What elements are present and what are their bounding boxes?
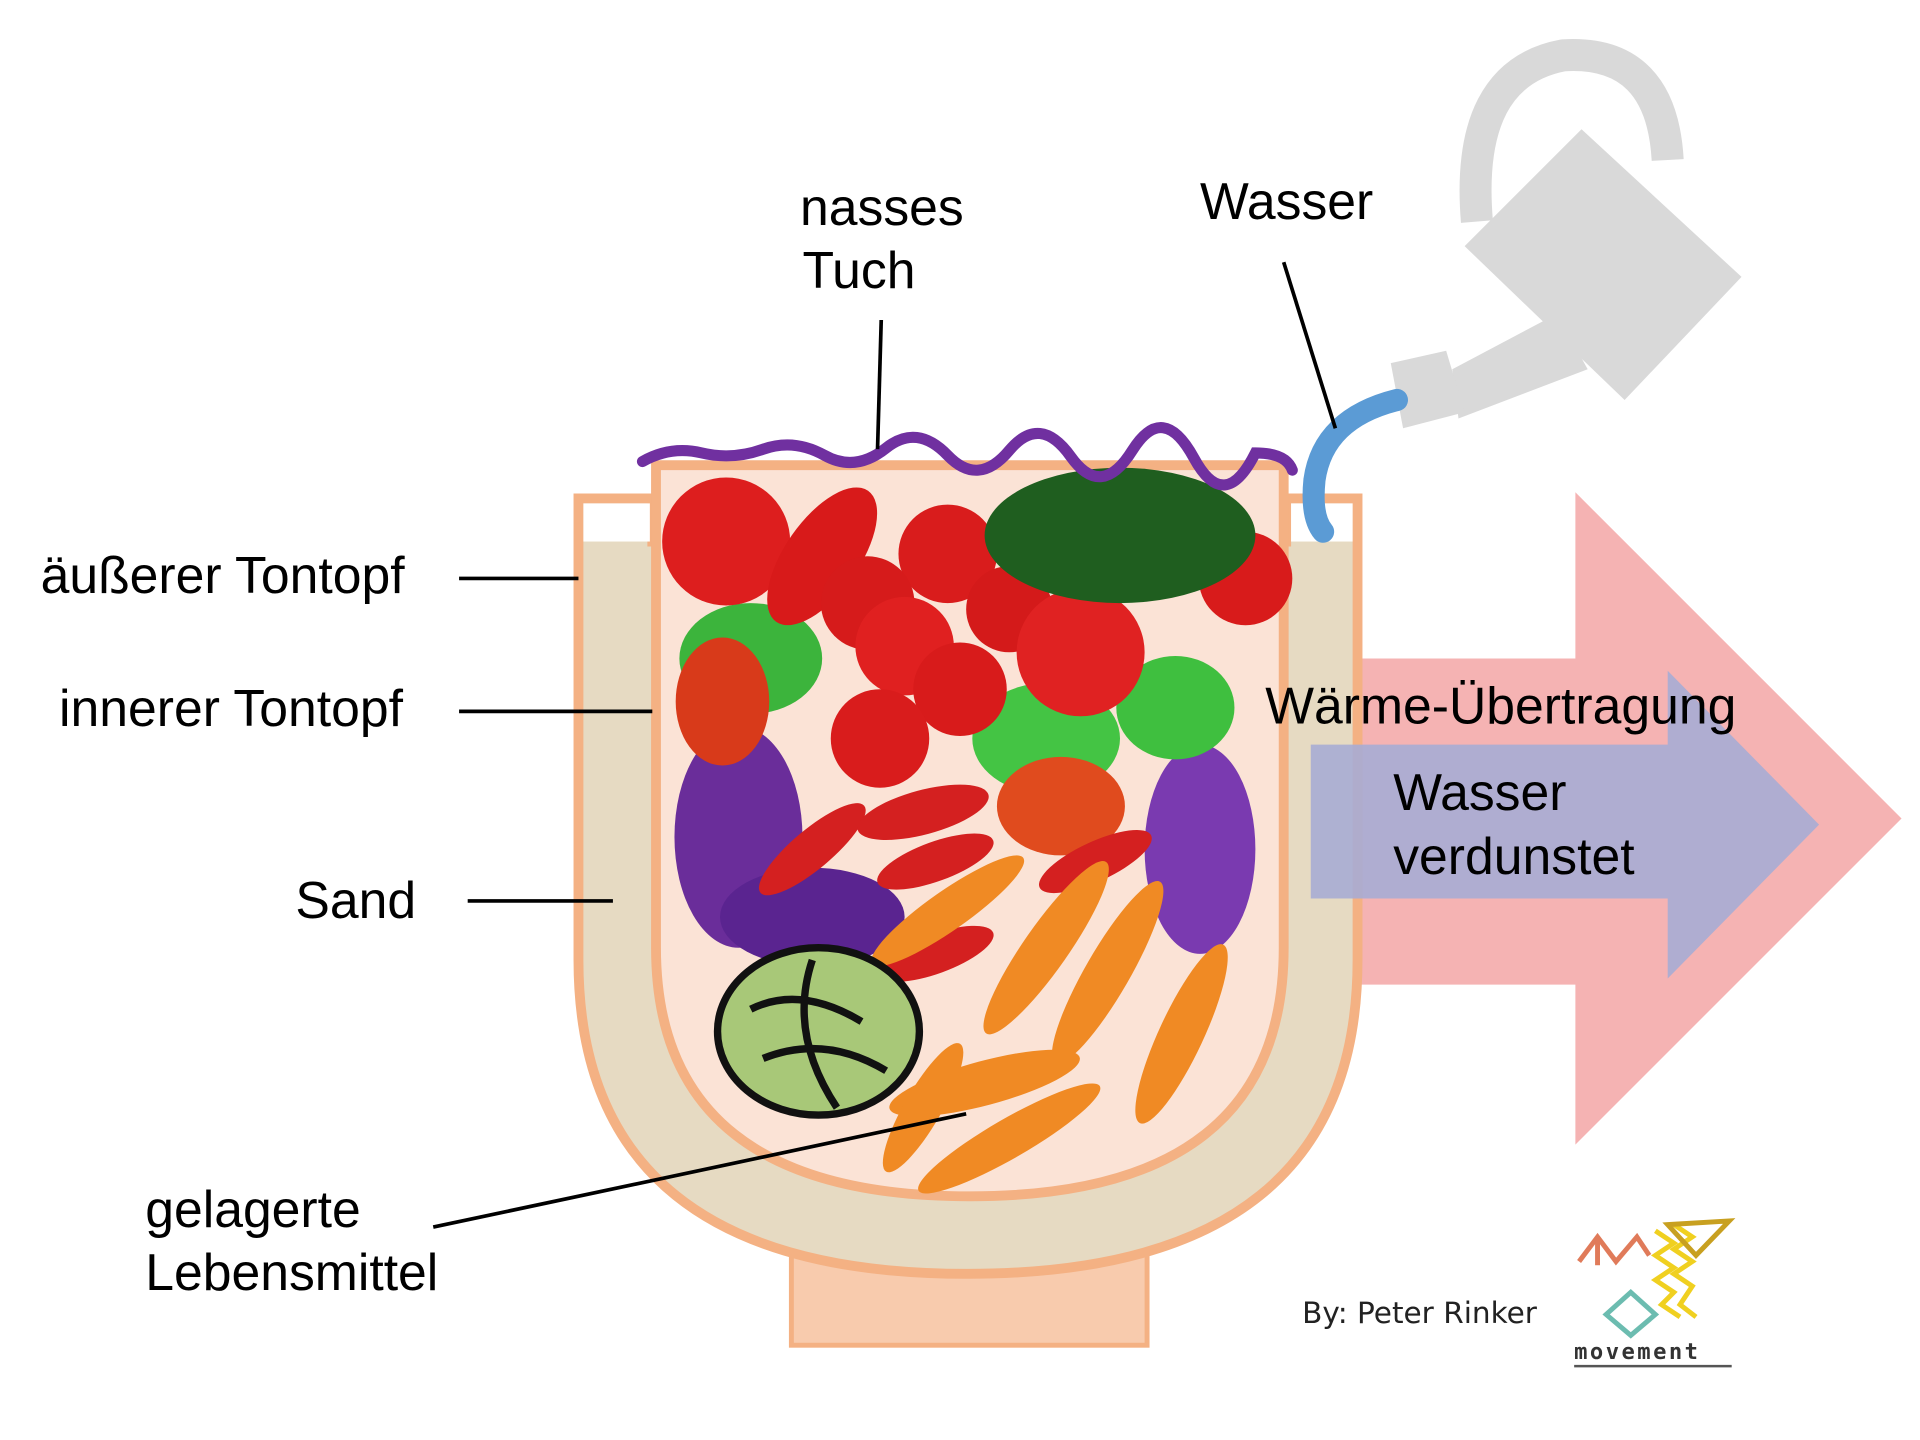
tomato (767, 487, 878, 626)
parsley (984, 467, 1256, 604)
pepper (1116, 656, 1235, 760)
movement-logo: movement (1574, 1218, 1736, 1368)
cabbage (713, 944, 924, 1119)
tomato (1016, 588, 1145, 717)
stored-food (662, 467, 1293, 1194)
label-water: Wasser (1200, 172, 1373, 230)
tomato (830, 689, 930, 788)
tomato (662, 477, 791, 606)
tomato (913, 642, 1007, 736)
chili (877, 833, 994, 890)
carrot (1051, 881, 1164, 1064)
chili (877, 925, 994, 982)
evaporation-arrow (1310, 670, 1820, 979)
carrot (1135, 944, 1228, 1124)
pepper (675, 637, 770, 766)
eggplant (1144, 744, 1256, 954)
leader-lines (432, 261, 1338, 1229)
watering-can-icon (1390, 39, 1742, 429)
chili (1038, 829, 1152, 894)
label-heat-transfer: Wärme-Übertragung (1265, 677, 1736, 735)
label-outer-pot: äußerer Tontopf (41, 546, 406, 604)
carrot (882, 1043, 964, 1173)
tomato (898, 504, 997, 604)
chili (857, 784, 989, 840)
label-inner-pot: innerer Tontopf (59, 679, 404, 737)
author-credit: By: Peter Rinker (1302, 1296, 1538, 1330)
label-sand: Sand (295, 871, 416, 929)
carrot (871, 855, 1025, 967)
carrot (918, 1083, 1101, 1194)
logo-text: movement (1574, 1339, 1700, 1365)
water-hose (1302, 388, 1408, 543)
chili (758, 803, 866, 896)
pepper (996, 756, 1125, 856)
carrot (983, 861, 1109, 1035)
wet-cloth (636, 422, 1298, 491)
